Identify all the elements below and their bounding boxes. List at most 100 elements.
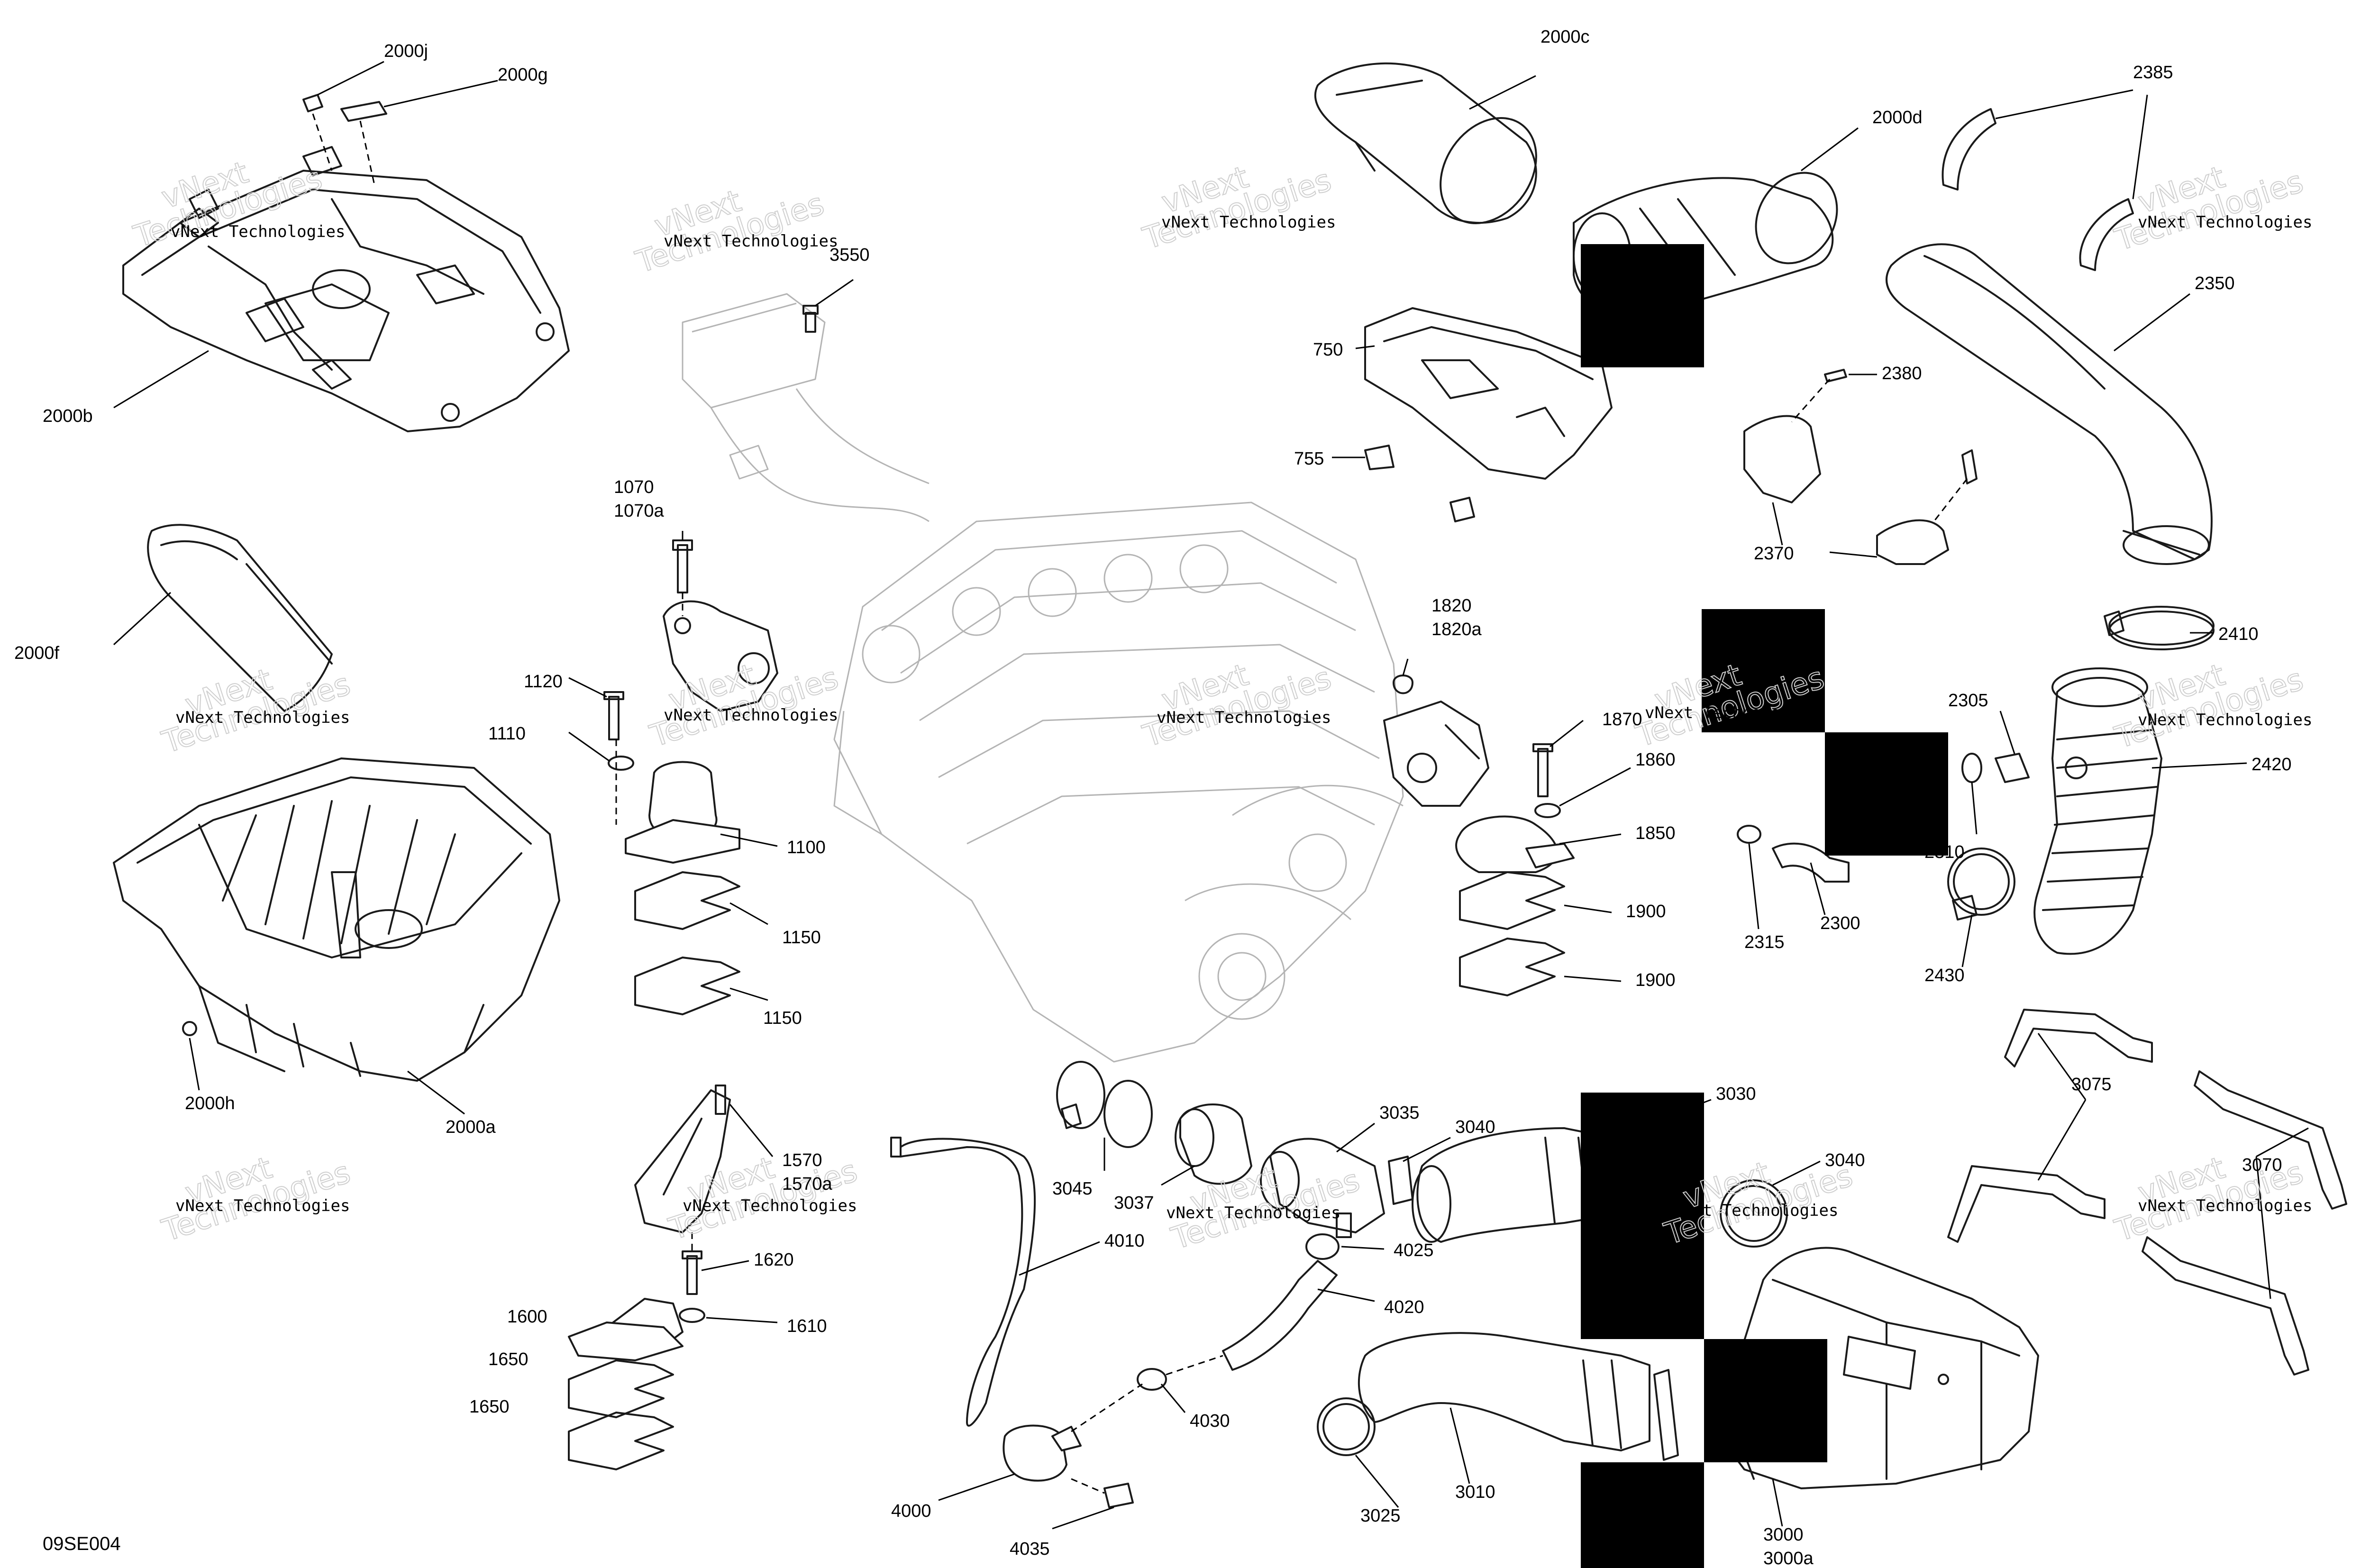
svg-text:vNext Technologies: vNext Technologies <box>1157 708 1331 727</box>
heat-shield-750 <box>1364 307 1613 480</box>
washer-1110 <box>608 756 634 771</box>
callout-4030: 4030 <box>1190 1411 1230 1431</box>
callout-1070a: 1070a <box>614 501 665 521</box>
airbox-base-2000a <box>113 757 560 1082</box>
clamp-3040-b <box>1720 1179 1788 1248</box>
svg-text:vNext Technologies: vNext Technologies <box>2138 711 2312 729</box>
callout-1150-b: 1150 <box>763 1008 802 1028</box>
bracket-1570 <box>634 1089 731 1233</box>
clamp-4030 <box>1137 1368 1167 1391</box>
svg-text:vNext Technologies: vNext Technologies <box>1166 1203 1340 1222</box>
bolt-1870 <box>1532 743 1553 797</box>
clamp-2370-b <box>1876 519 1949 565</box>
band-2385-b <box>2079 198 2134 271</box>
callout-2000g: 2000g <box>498 65 548 85</box>
strap-3070-b <box>2142 1236 2309 1376</box>
callout-2380: 2380 <box>1882 364 1922 383</box>
shim-1150-a <box>634 871 740 930</box>
callout-2315: 2315 <box>1744 932 1785 952</box>
callout-4010: 4010 <box>1104 1231 1145 1251</box>
svg-text:vNext Technologies: vNext Technologies <box>2138 1196 2312 1215</box>
clamp-2315 <box>1737 825 1761 844</box>
callout-755: 755 <box>1294 449 1324 469</box>
callout-2000c: 2000c <box>1540 27 1590 47</box>
callout-3045: 3045 <box>1052 1179 1093 1199</box>
callout-labels: 2000j 2000g 2000b 2000f 2000h 2000a 3550… <box>14 27 2292 1568</box>
callout-2000f: 2000f <box>14 643 60 663</box>
callout-1850: 1850 <box>1635 823 1676 843</box>
hose-4020 <box>1222 1260 1338 1371</box>
shim-1150-b <box>634 957 740 1015</box>
callout-2000j: 2000j <box>384 41 428 61</box>
hose-4010 <box>900 1138 1036 1427</box>
fitting-4035 <box>1103 1483 1134 1508</box>
callout-1110: 1110 <box>488 724 526 744</box>
callout-1900-b: 1900 <box>1635 970 1676 990</box>
bellows-2420 <box>2033 667 2162 955</box>
callout-3070: 3070 <box>2242 1155 2282 1175</box>
callout-1820a: 1820a <box>1431 620 1482 639</box>
svg-text:vNext Technologies: vNext Technologies <box>171 222 345 241</box>
bracket-1820 <box>1383 701 1489 807</box>
leader-lines <box>113 61 2309 1530</box>
callout-2350: 2350 <box>2195 273 2235 293</box>
screw-2380-b <box>1961 449 1978 484</box>
engine-mount-bracket-1070 <box>663 600 778 712</box>
bolt-1070 <box>672 539 693 593</box>
hose-end-4010 <box>890 1137 902 1158</box>
engine-mount-1600 <box>568 1298 684 1361</box>
callout-3040-b: 3040 <box>1825 1150 1865 1170</box>
callout-1820: 1820 <box>1431 596 1472 616</box>
clip-755 <box>1364 445 1395 470</box>
callout-1100: 1100 <box>787 838 826 857</box>
callout-1900-a: 1900 <box>1626 902 1666 921</box>
callout-2430: 2430 <box>1924 966 1965 985</box>
clamp-2310 <box>1961 753 1982 783</box>
callout-1650-b: 1650 <box>469 1397 510 1417</box>
washer-1610 <box>679 1308 705 1323</box>
strap-3075-a <box>2004 1009 2153 1067</box>
band-2385-a <box>1942 108 1996 191</box>
callout-3000: 3000 <box>1763 1525 1804 1545</box>
callout-1570: 1570 <box>782 1150 822 1170</box>
engine-mount-1850 <box>1455 815 1575 873</box>
callout-2310: 2310 <box>1924 842 1965 862</box>
callout-4025: 4025 <box>1394 1240 1434 1260</box>
callout-2305: 2305 <box>1948 691 1988 711</box>
engine-mount-1100 <box>625 761 740 864</box>
duct-3010 <box>1358 1332 1679 1461</box>
callout-2385: 2385 <box>2133 63 2173 82</box>
svg-text:vNext Technologies: vNext Technologies <box>175 708 350 727</box>
svg-text:vNext Technologies: vNext Technologies <box>683 1196 857 1215</box>
duct-2350 <box>1886 243 2213 565</box>
callout-2300: 2300 <box>1820 913 1860 933</box>
callout-1120: 1120 <box>524 672 563 692</box>
callout-1570a: 1570a <box>782 1174 833 1194</box>
shim-1650-b <box>568 1412 674 1470</box>
hose-2300 <box>1772 842 1850 883</box>
svg-text:vNext Technologies: vNext Technologies <box>1645 703 1819 722</box>
shim-1650-a <box>568 1359 674 1418</box>
sleeve-2000f <box>147 524 333 712</box>
fitting-2305 <box>1995 753 2030 783</box>
strap-3075-b <box>1947 1165 2106 1243</box>
clip-755-b <box>1449 497 1475 522</box>
callout-1650-a: 1650 <box>488 1349 529 1369</box>
callout-1870: 1870 <box>1602 710 1642 729</box>
callout-1860: 1860 <box>1635 750 1676 770</box>
bolt-3550 <box>802 305 819 333</box>
bolt-1570 <box>715 1085 726 1115</box>
clamp-3025 <box>1317 1397 1376 1456</box>
diagram-code: 09SE004 <box>43 1533 121 1554</box>
grommet-2000h <box>182 1021 197 1036</box>
clamps-3045 <box>1056 1061 1153 1148</box>
callout-2000d: 2000d <box>1872 108 1923 128</box>
svg-text:vNext Technologies: vNext Technologies <box>1161 213 1336 232</box>
clamp-2370-a <box>1743 415 1821 503</box>
svg-text:vNext Technologies: vNext Technologies <box>2138 213 2312 232</box>
callout-2000a: 2000a <box>446 1117 496 1137</box>
callout-2410: 2410 <box>2218 624 2259 644</box>
callout-3075: 3075 <box>2071 1075 2112 1094</box>
callout-3037: 3037 <box>1114 1193 1154 1213</box>
